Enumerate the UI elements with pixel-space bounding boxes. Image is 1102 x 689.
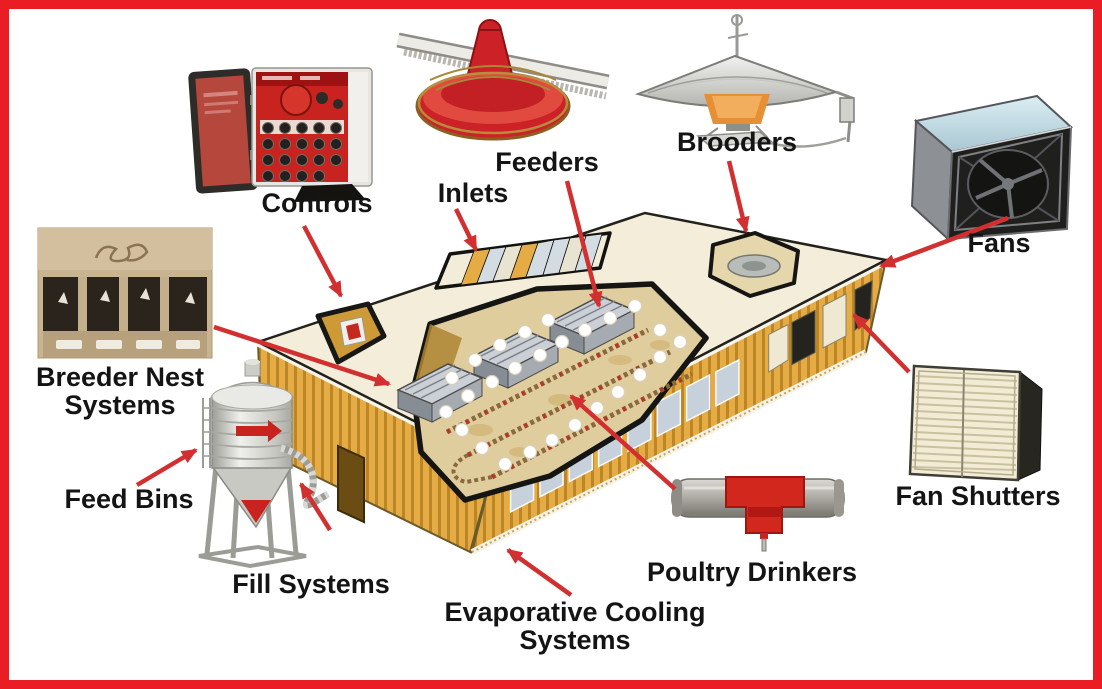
label-breeder-nest-line2: Systems: [64, 390, 176, 420]
label-poultry-drinkers: Poultry Drinkers: [646, 557, 858, 587]
brooder-cutaway: [708, 231, 800, 298]
label-fill-systems: Fill Systems: [232, 569, 390, 599]
fan-shutters-image: [908, 364, 1043, 482]
label-fan-shutters: Fan Shutters: [895, 481, 1061, 511]
chickens: [438, 298, 688, 472]
label-feeders: Feeders: [495, 147, 599, 177]
pointer-arrows: [135, 160, 1009, 597]
nest-perch-slots: [56, 340, 200, 349]
label-evaporative-cooling-line2: Systems: [519, 625, 631, 655]
feeders-image: [396, 19, 610, 141]
breeder-nest-image: [37, 227, 213, 359]
label-evaporative-cooling: Evaporative Cooling Systems: [444, 598, 705, 654]
breeder-nest-arrow: [213, 324, 391, 387]
poultry-house-illustration: [254, 211, 890, 555]
label-feed-bins: Feed Bins: [64, 484, 194, 514]
shutter-louvers: [911, 375, 1018, 471]
fans-image: [910, 94, 1074, 242]
feed-bin-logo: [236, 420, 282, 442]
feeders-arrow: [564, 180, 603, 308]
feed-bins-arrow: [135, 448, 198, 487]
inlets-arrow: [453, 208, 479, 252]
label-breeder-nest: Breeder Nest Systems: [36, 363, 204, 419]
fan-shutters-arrow: [852, 313, 911, 374]
roof-control-box: [315, 301, 387, 365]
house-door: [337, 444, 365, 524]
brooders-image: [634, 14, 855, 148]
label-controls: Controls: [261, 188, 373, 218]
label-brooders: Brooders: [676, 127, 798, 157]
poultry-drinker-image: [671, 476, 845, 552]
fill-auger-tube: [279, 444, 330, 509]
brooders-arrow: [726, 160, 750, 233]
label-breeder-nest-line1: Breeder Nest: [35, 362, 205, 392]
feed-lines: [445, 327, 694, 485]
roof-inlet-assembly: [434, 231, 612, 290]
controls-arrow: [302, 224, 343, 298]
evaporative-cooling-arrow: [506, 548, 573, 597]
feed-bin-image: [198, 359, 330, 569]
label-evaporative-cooling-line1: Evaporative Cooling: [444, 597, 706, 627]
controls-image: [188, 67, 373, 202]
label-inlets: Inlets: [437, 178, 509, 208]
feed-bin-ladder: [202, 398, 211, 468]
poultry-drinkers-arrow: [569, 394, 677, 491]
nest-openings-detail: [58, 288, 195, 304]
label-fans: Fans: [967, 228, 1031, 258]
fans-arrow: [879, 215, 1009, 269]
fill-systems-arrow: [299, 482, 332, 532]
control-knobs: [262, 122, 342, 182]
